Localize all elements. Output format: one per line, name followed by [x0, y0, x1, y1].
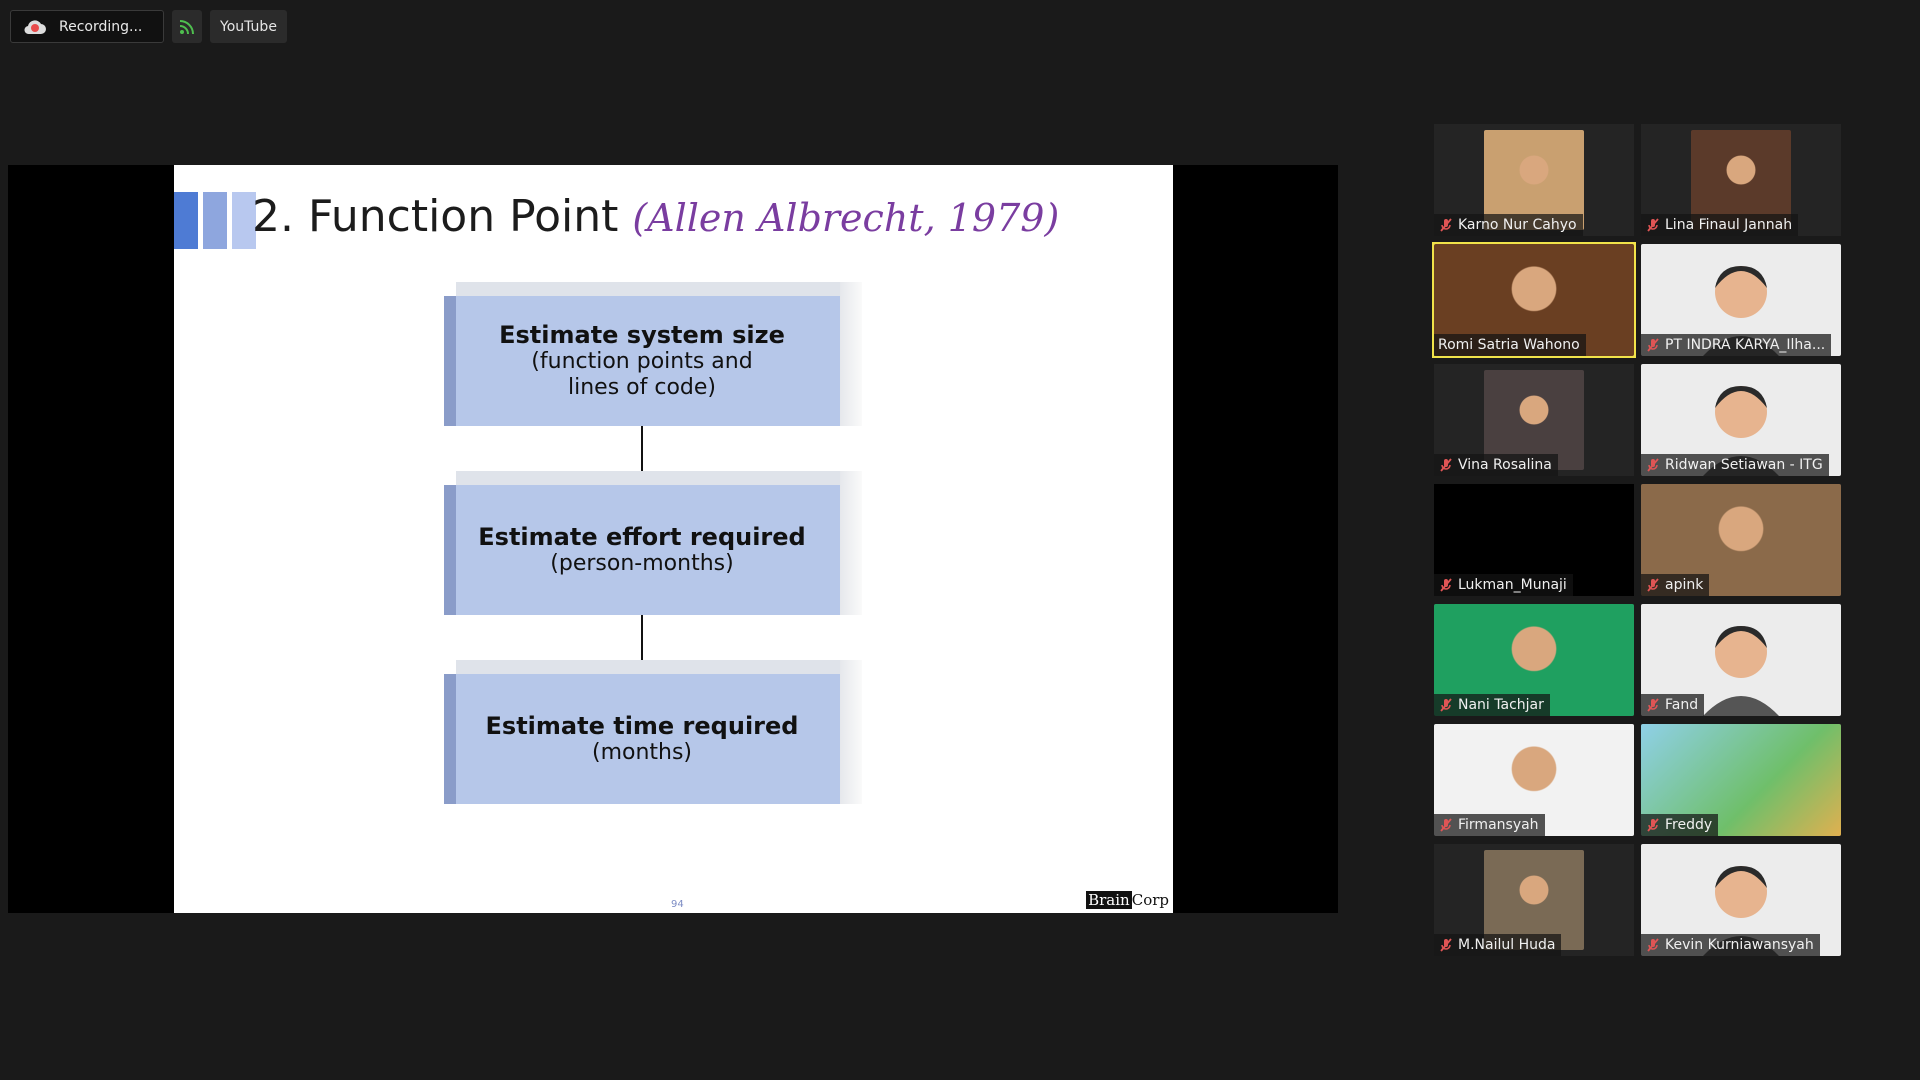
title-accent-bars: [174, 192, 256, 249]
participant-name: Kevin Kurniawansyah: [1665, 937, 1814, 953]
participant-name-bar: M.Nailul Huda: [1434, 934, 1562, 956]
participant-name-bar: PT INDRA KARYA_Ilha...: [1641, 334, 1832, 356]
participant-tile[interactable]: Fand: [1641, 604, 1841, 716]
participant-name-bar: Firmansyah: [1434, 814, 1545, 836]
muted-mic-icon: [1645, 217, 1661, 233]
participant-name-bar: Freddy: [1641, 814, 1719, 836]
slide-title: 2. Function Point (Allen Albrecht, 1979): [252, 191, 1059, 242]
muted-mic-icon: [1645, 697, 1661, 713]
shared-screen: 2. Function Point(Allen Albrecht, 1979) …: [8, 165, 1338, 913]
participant-name-bar: Romi Satria Wahono: [1434, 334, 1586, 356]
participant-name-bar: apink: [1641, 574, 1710, 596]
participant-tile[interactable]: Ridwan Setiawan - ITG: [1641, 364, 1841, 476]
participant-name: Karno Nur Cahyo: [1458, 217, 1577, 233]
participant-name-bar: Lukman_Munaji: [1434, 574, 1573, 596]
participant-name: Ridwan Setiawan - ITG: [1665, 457, 1823, 473]
recording-indicator[interactable]: Recording...: [10, 10, 164, 43]
step-box-system-size: Estimate system size (function points an…: [444, 282, 862, 426]
participant-name-bar: Ridwan Setiawan - ITG: [1641, 454, 1829, 476]
participant-name: Vina Rosalina: [1458, 457, 1552, 473]
participant-tile[interactable]: Karno Nur Cahyo: [1434, 124, 1634, 236]
participant-name: Freddy: [1665, 817, 1713, 833]
participant-tile[interactable]: Romi Satria Wahono: [1432, 242, 1636, 358]
participant-video: [1484, 370, 1584, 470]
participant-name-bar: Karno Nur Cahyo: [1434, 214, 1583, 236]
step-detail: (person-months): [550, 551, 734, 576]
flow-arrow: [635, 426, 649, 484]
participant-name: apink: [1665, 577, 1704, 593]
participant-name: Firmansyah: [1458, 817, 1539, 833]
cloud-recording-icon: [23, 15, 47, 39]
participant-video: [1484, 130, 1584, 230]
participant-name-bar: Fand: [1641, 694, 1705, 716]
muted-mic-icon: [1438, 457, 1454, 473]
participant-tile[interactable]: Freddy: [1641, 724, 1841, 836]
flow-arrow: [635, 615, 649, 673]
step-title: Estimate time required: [485, 712, 799, 740]
step-detail: lines of code): [568, 375, 716, 400]
participant-tile[interactable]: PT INDRA KARYA_Ilha...: [1641, 244, 1841, 356]
brand-part: Corp: [1131, 891, 1169, 909]
step-detail: (months): [591, 740, 693, 765]
participant-name-bar: Nani Tachjar: [1434, 694, 1550, 716]
muted-mic-icon: [1438, 937, 1454, 953]
participant-name: Lina Finaul Jannah: [1665, 217, 1793, 233]
participant-name: Fand: [1665, 697, 1699, 713]
participant-name: Lukman_Munaji: [1458, 577, 1567, 593]
muted-mic-icon: [1645, 337, 1661, 353]
participant-name: Nani Tachjar: [1458, 697, 1544, 713]
meeting-toolbar: Recording... YouTube: [10, 10, 287, 43]
slide-page-number: 94: [671, 899, 684, 910]
live-stream-button[interactable]: [172, 10, 202, 43]
participant-tile[interactable]: Nani Tachjar: [1434, 604, 1634, 716]
presentation-slide: 2. Function Point(Allen Albrecht, 1979) …: [174, 165, 1173, 913]
participant-name-bar: Kevin Kurniawansyah: [1641, 934, 1820, 956]
participant-tile[interactable]: Lukman_Munaji: [1434, 484, 1634, 596]
participant-tile[interactable]: Lina Finaul Jannah: [1641, 124, 1841, 236]
participant-name: Romi Satria Wahono: [1438, 337, 1580, 353]
accent-bar: [174, 192, 198, 249]
recording-label: Recording...: [59, 18, 143, 35]
muted-mic-icon: [1645, 577, 1661, 593]
step-detail: (function points and: [531, 349, 753, 374]
muted-mic-icon: [1438, 697, 1454, 713]
participant-tile[interactable]: apink: [1641, 484, 1841, 596]
youtube-button[interactable]: YouTube: [210, 10, 287, 43]
accent-bar: [232, 192, 256, 249]
participant-tile[interactable]: Kevin Kurniawansyah: [1641, 844, 1841, 956]
live-stream-icon: [179, 19, 194, 34]
participant-name-bar: Vina Rosalina: [1434, 454, 1558, 476]
accent-bar: [203, 192, 227, 249]
muted-mic-icon: [1438, 577, 1454, 593]
step-title: Estimate effort required: [478, 523, 806, 551]
participant-tile[interactable]: M.Nailul Huda: [1434, 844, 1634, 956]
brand-part: Brain: [1086, 891, 1132, 909]
participant-video: [1484, 850, 1584, 950]
slide-title-text: 2. Function Point: [252, 191, 619, 242]
participant-name: PT INDRA KARYA_Ilha...: [1665, 337, 1826, 353]
muted-mic-icon: [1645, 817, 1661, 833]
step-title: Estimate system size: [499, 321, 785, 349]
muted-mic-icon: [1438, 817, 1454, 833]
participant-name: M.Nailul Huda: [1458, 937, 1556, 953]
muted-mic-icon: [1645, 937, 1661, 953]
participant-name-bar: Lina Finaul Jannah: [1641, 214, 1799, 236]
step-box-effort: Estimate effort required (person-months): [444, 471, 862, 615]
participant-tile[interactable]: Vina Rosalina: [1434, 364, 1634, 476]
step-box-time: Estimate time required (months): [444, 660, 862, 804]
muted-mic-icon: [1438, 217, 1454, 233]
participant-tile[interactable]: Firmansyah: [1434, 724, 1634, 836]
slide-citation: (Allen Albrecht, 1979): [632, 196, 1060, 240]
participant-video: [1691, 130, 1791, 230]
muted-mic-icon: [1645, 457, 1661, 473]
